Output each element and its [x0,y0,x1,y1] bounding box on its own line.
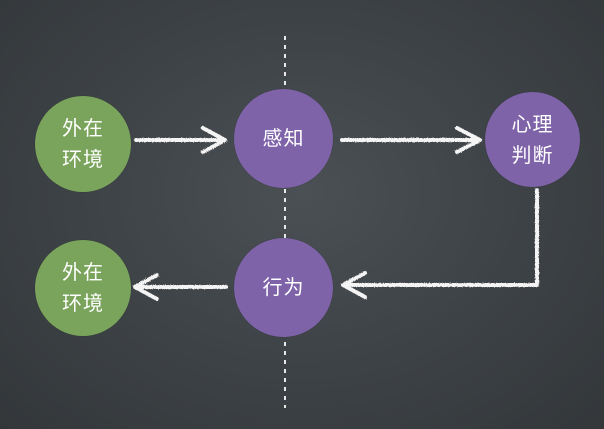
arrow-action-to-env [133,273,228,301]
node-perception: 感知 [234,89,333,188]
node-external-environment-top: 外在 环境 [35,96,131,192]
node-external-environment-bottom: 外在 环境 [35,240,131,336]
node-psychological-judgment: 心理 判断 [485,92,580,187]
arrow-judgment-to-action [341,188,539,299]
node-action: 行为 [234,238,333,337]
arrow-env-to-perception [134,126,227,154]
arrow-perception-to-judgment [340,126,482,154]
